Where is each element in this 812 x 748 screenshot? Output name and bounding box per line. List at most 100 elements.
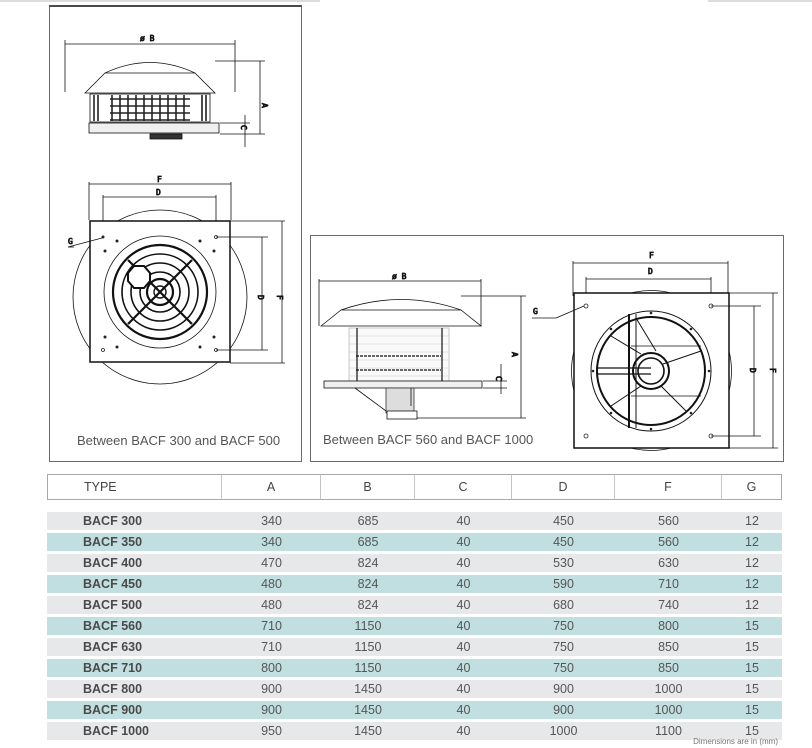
dim-label-d-vertical: D <box>748 368 757 373</box>
cell-d: 750 <box>512 617 615 638</box>
cell-a: 480 <box>222 596 321 617</box>
cell-c: 40 <box>415 722 512 743</box>
side-view: ø B A C <box>64 34 269 147</box>
cell-d: 750 <box>512 659 615 680</box>
dim-label-c: C <box>494 376 503 381</box>
top-view: F D G <box>68 175 285 385</box>
cell-c: 40 <box>415 575 512 596</box>
cell-f: 630 <box>615 554 722 575</box>
cell-type: BACF 400 <box>47 554 222 575</box>
dim-label-a: A <box>510 352 519 357</box>
dim-label-f: F <box>157 175 162 184</box>
cell-type: BACF 800 <box>47 680 222 701</box>
cell-type: BACF 300 <box>47 512 222 533</box>
cell-b: 1150 <box>321 659 415 680</box>
cell-d: 680 <box>512 596 615 617</box>
top-view: F D G <box>532 251 778 451</box>
top-divider-right <box>708 0 812 2</box>
cell-d: 900 <box>512 701 615 722</box>
cell-f: 740 <box>615 596 722 617</box>
cell-c: 40 <box>415 638 512 659</box>
header-c: C <box>415 474 512 500</box>
cell-a: 950 <box>222 722 321 743</box>
cell-f: 560 <box>615 533 722 554</box>
dim-label-d: D <box>156 188 161 197</box>
cell-c: 40 <box>415 533 512 554</box>
cell-g: 15 <box>722 722 782 743</box>
top-divider-left <box>0 0 320 2</box>
cell-b: 1150 <box>321 617 415 638</box>
cell-b: 1150 <box>321 638 415 659</box>
cell-g: 12 <box>722 512 782 533</box>
cell-d: 1000 <box>512 722 615 743</box>
cell-b: 1450 <box>321 722 415 743</box>
cell-f: 1000 <box>615 680 722 701</box>
dim-label-f: F <box>649 251 654 260</box>
dim-label-c: C <box>239 125 248 130</box>
cell-b: 1450 <box>321 680 415 701</box>
cell-f: 850 <box>615 638 722 659</box>
cell-type: BACF 1000 <box>47 722 222 743</box>
small-fan-drawing: ø B A C F <box>64 34 285 385</box>
cell-a: 900 <box>222 680 321 701</box>
cell-c: 40 <box>415 680 512 701</box>
cell-c: 40 <box>415 554 512 575</box>
cell-b: 824 <box>321 554 415 575</box>
cell-c: 40 <box>415 659 512 680</box>
dim-label-f-vertical: F <box>768 368 777 373</box>
cell-g: 15 <box>722 617 782 638</box>
cell-a: 710 <box>222 617 321 638</box>
cell-type: BACF 450 <box>47 575 222 596</box>
cell-f: 850 <box>615 659 722 680</box>
cell-f: 1000 <box>615 701 722 722</box>
cell-type: BACF 500 <box>47 596 222 617</box>
cell-a: 710 <box>222 638 321 659</box>
dim-label-d: D <box>648 267 653 276</box>
dim-label-f-vertical: F <box>275 295 284 300</box>
cell-f: 560 <box>615 512 722 533</box>
cell-f: 1100 <box>615 722 722 743</box>
cell-d: 530 <box>512 554 615 575</box>
caption-small-range: Between BACF 300 and BACF 500 <box>77 433 281 448</box>
cell-a: 470 <box>222 554 321 575</box>
dim-label-diameter-b: ø B <box>140 34 155 43</box>
cell-type: BACF 900 <box>47 701 222 722</box>
header-d: D <box>512 474 615 500</box>
cell-d: 750 <box>512 638 615 659</box>
cell-g: 15 <box>722 680 782 701</box>
large-fan-drawing: ø B A C <box>318 251 778 451</box>
dim-label-g: G <box>533 307 538 316</box>
header-a: A <box>222 474 321 500</box>
header-g: G <box>722 474 782 500</box>
diagram-panel-large: ø B A C <box>310 235 784 462</box>
cell-c: 40 <box>415 596 512 617</box>
cell-g: 12 <box>722 554 782 575</box>
cell-g: 12 <box>722 533 782 554</box>
cell-b: 824 <box>321 596 415 617</box>
cell-d: 450 <box>512 512 615 533</box>
header-b: B <box>321 474 415 500</box>
cell-g: 12 <box>722 575 782 596</box>
side-view: ø B A C <box>318 272 526 420</box>
cell-g: 15 <box>722 659 782 680</box>
cell-b: 1450 <box>321 701 415 722</box>
diagram-panel-small: ø B A C F <box>49 5 302 462</box>
cell-c: 40 <box>415 512 512 533</box>
cell-a: 800 <box>222 659 321 680</box>
cell-type: BACF 710 <box>47 659 222 680</box>
cell-f: 710 <box>615 575 722 596</box>
units-footnote: Dimensions are in (mm) <box>693 737 778 746</box>
dim-label-a: A <box>260 103 269 108</box>
dim-label-diameter-b: ø B <box>392 272 407 281</box>
